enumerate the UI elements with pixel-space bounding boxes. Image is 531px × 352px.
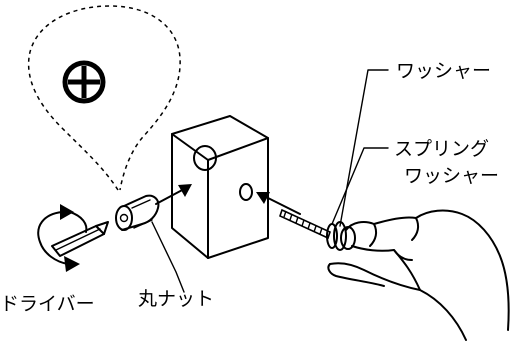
hand-illustration: [327, 209, 510, 341]
leader-lines: [151, 69, 389, 293]
screw-illustration: [279, 208, 331, 240]
phillips-cross-icon: [62, 60, 106, 104]
insert-arrow-right: [256, 192, 301, 215]
rotation-arrows-icon: [37, 204, 88, 272]
insert-arrow-left: [155, 184, 192, 205]
zoom-bubble: [27, 5, 181, 191]
label-spring-washer-line1: スプリング: [394, 138, 489, 160]
label-screwdriver: ドライバー: [0, 293, 95, 315]
label-spring-washer-line2: ワッシャー: [404, 165, 499, 187]
screwdriver-illustration: [51, 221, 109, 257]
panel-box: [171, 115, 269, 259]
label-round-nut: 丸ナット: [138, 288, 214, 310]
round-nut-illustration: [115, 194, 160, 231]
label-washer: ワッシャー: [396, 60, 491, 82]
